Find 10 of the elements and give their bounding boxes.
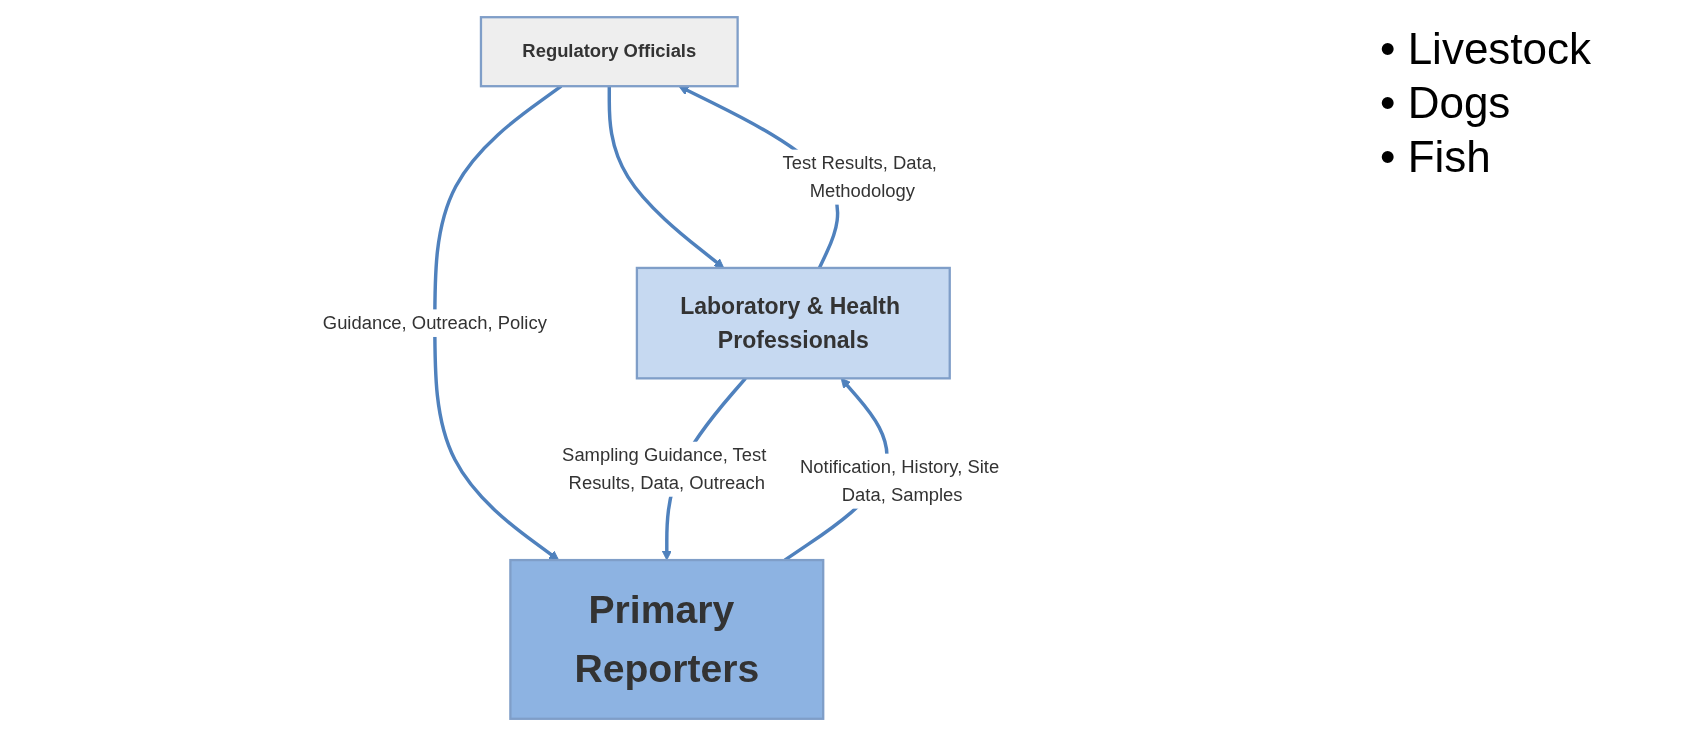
node-box: Laboratory & Health Professionals xyxy=(635,266,951,380)
edge-label: Sampling Guidance, Test Results, Data, Outreach xyxy=(562,445,767,493)
edge-label: Test Results, Data, Methodology xyxy=(782,152,937,201)
node-box: Primary Reporters xyxy=(509,558,825,720)
bullet-item: • Livestock xyxy=(1380,24,1593,74)
edge-label: Guidance, Outreach, Policy xyxy=(322,312,547,333)
edge-label: Notification, History, Site Data, Samples xyxy=(800,456,1000,505)
bullet-item: • Fish xyxy=(1380,132,1492,182)
bullet-item: • Dogs xyxy=(1380,78,1512,128)
node-box: Regulatory Officials xyxy=(479,16,739,88)
